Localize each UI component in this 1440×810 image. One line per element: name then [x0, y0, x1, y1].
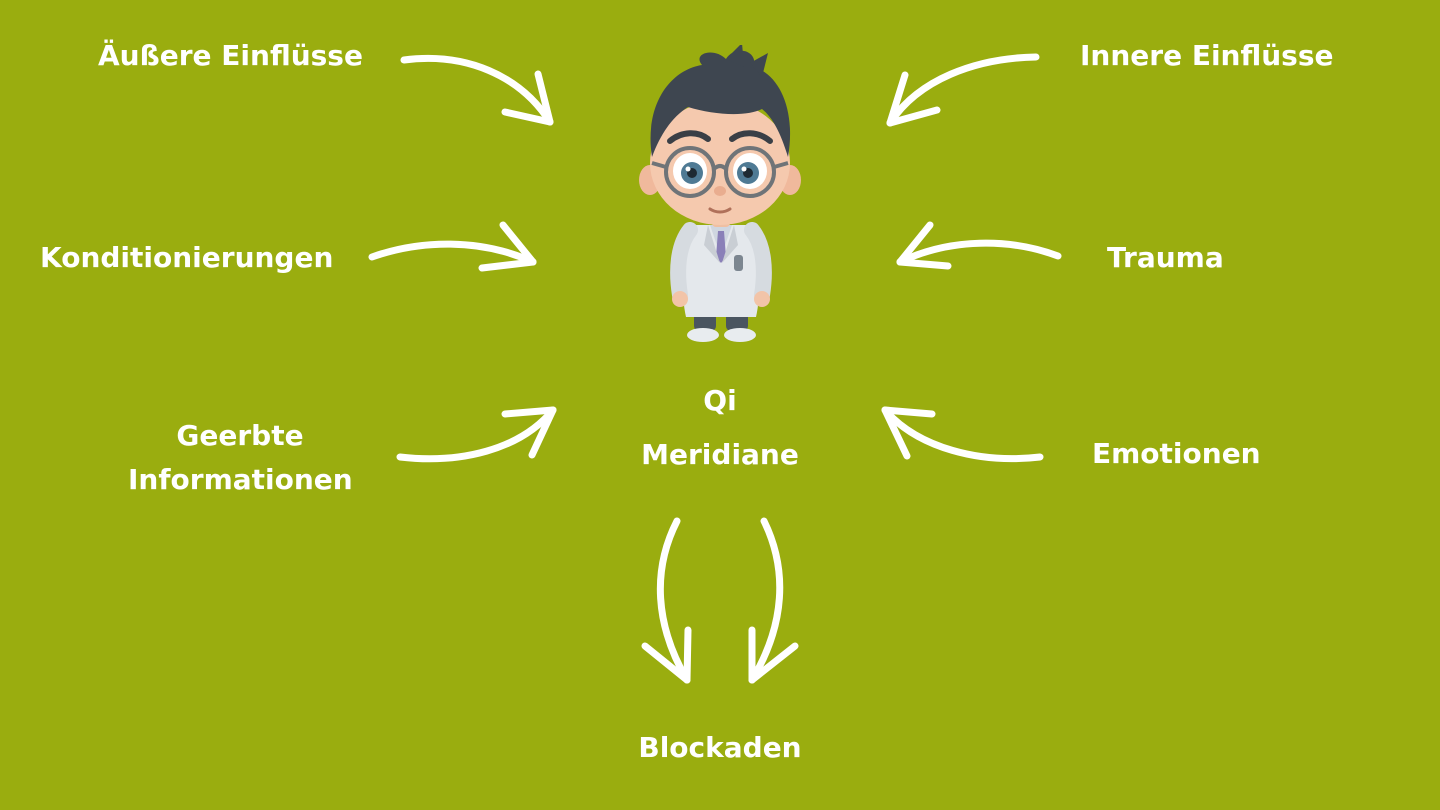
label-konditionierungen: Konditionierungen	[40, 241, 334, 274]
label-geerbte-informationen: Geerbte Informationen	[128, 419, 353, 496]
arrow-geerbte-informationen	[396, 406, 557, 463]
label-aeussere-einfluesse: Äußere Einflüsse	[98, 39, 363, 72]
arrow-trauma	[896, 221, 1062, 270]
label-innere-einfluesse: Innere Einflüsse	[1080, 39, 1334, 72]
arrow-emotionen	[881, 406, 1044, 463]
arrow-down-left	[641, 517, 692, 684]
arrow-konditionierungen	[368, 221, 537, 272]
label-emotionen: Emotionen	[1092, 437, 1261, 470]
arrow-innere-einfluesse	[886, 53, 1040, 127]
doctor-character-illustration	[639, 45, 801, 342]
label-blockaden: Blockaden	[638, 731, 802, 764]
arrow-down-right	[748, 517, 799, 684]
arrow-aeussere-einfluesse	[400, 54, 554, 126]
label-qi-meridiane: Qi Meridiane	[641, 384, 799, 471]
label-trauma: Trauma	[1107, 241, 1224, 274]
